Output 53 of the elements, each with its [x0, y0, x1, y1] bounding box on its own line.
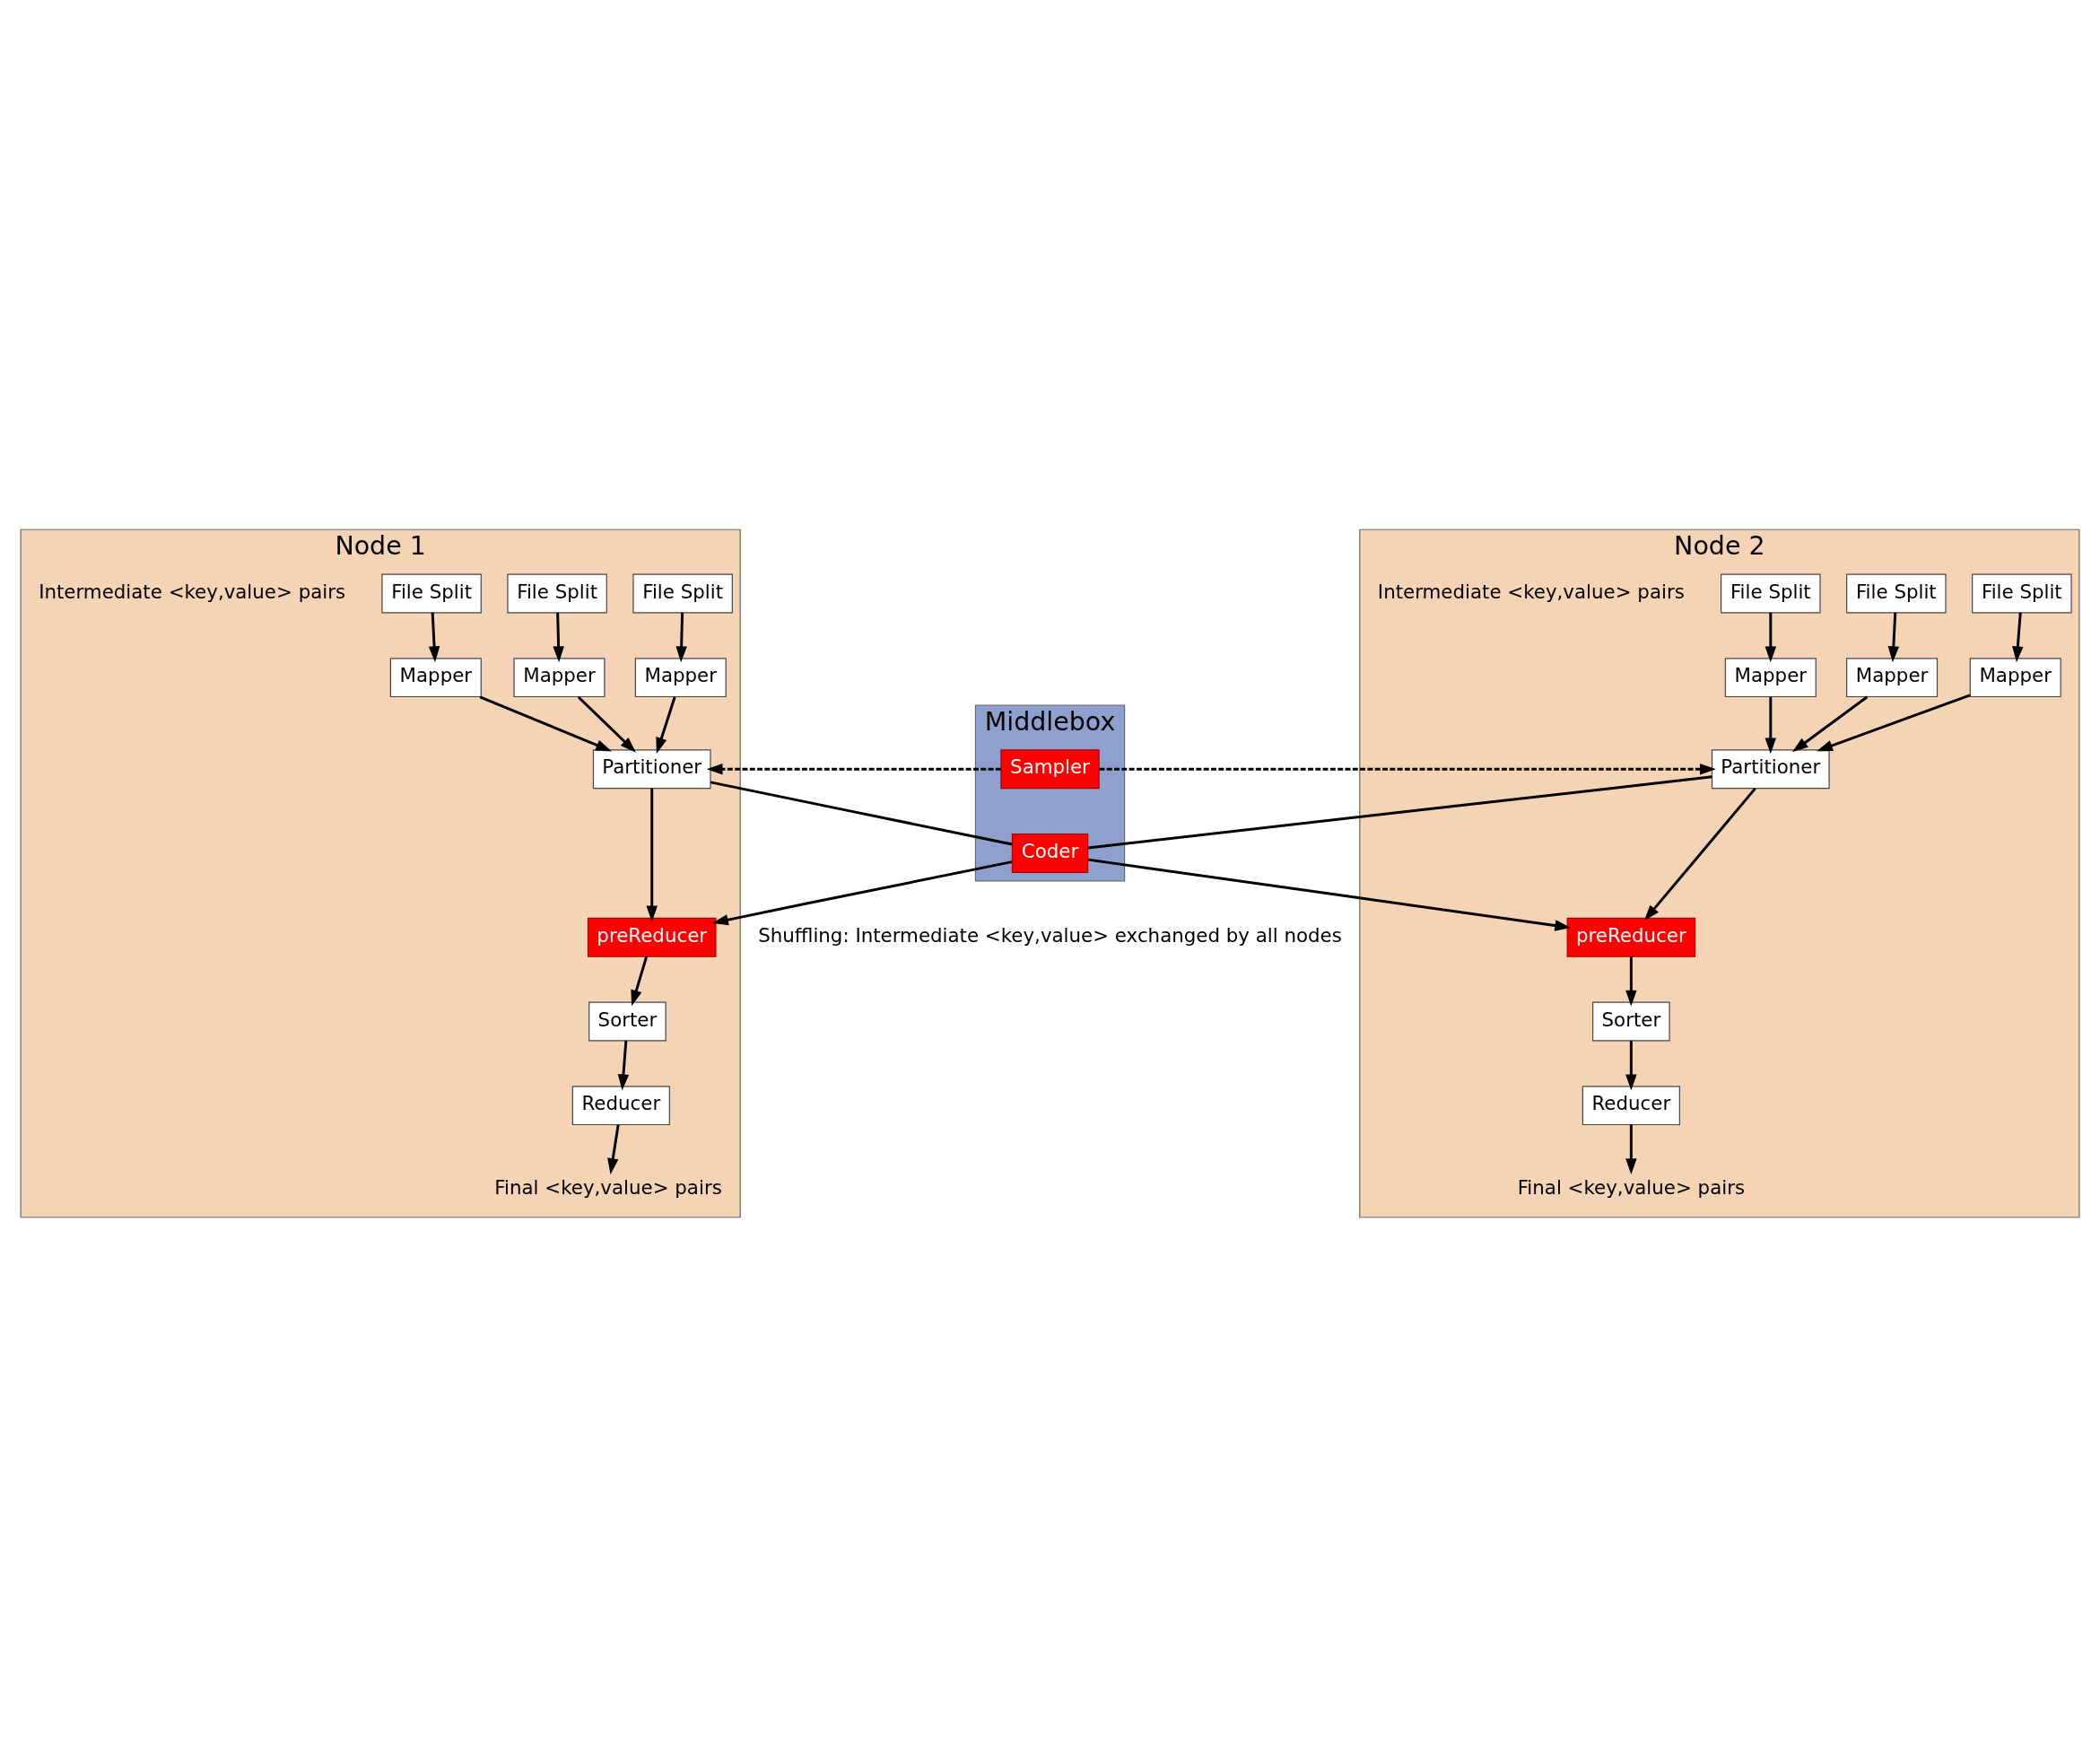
node-box: Partitioner	[1711, 748, 1830, 789]
arrow	[577, 695, 636, 753]
node-text: Final <key,value> pairs	[1517, 1175, 1746, 1199]
arrow	[1887, 612, 1900, 662]
arrow	[1791, 695, 1869, 752]
arrow	[479, 694, 613, 752]
node-box: Reducer	[1582, 1085, 1680, 1125]
node-box: File Split	[632, 572, 733, 613]
node-box: Sampler	[1000, 748, 1100, 789]
node-box: Sorter	[1592, 1000, 1670, 1041]
node-box: File Split	[1846, 572, 1947, 613]
node-box: File Split	[1721, 572, 1821, 613]
node-box: Mapper	[513, 657, 606, 697]
arrow	[617, 1040, 630, 1090]
arrow	[607, 1123, 620, 1174]
arrow	[2012, 612, 2024, 662]
arrow	[1643, 787, 1756, 921]
arrow	[646, 788, 658, 921]
arrow	[675, 612, 687, 662]
connector	[710, 780, 1013, 845]
label: Intermediate <key,value> pairs	[1377, 580, 1685, 603]
connector	[1087, 774, 1712, 849]
arrow	[1765, 696, 1777, 754]
arrow	[553, 612, 564, 662]
arrow	[1625, 1040, 1637, 1090]
arrow	[1087, 858, 1572, 931]
node-box: Mapper	[1846, 657, 1939, 697]
arrow	[1765, 612, 1777, 662]
arrow	[711, 860, 1013, 925]
node-box: Coder	[1011, 833, 1089, 873]
node-box: Mapper	[389, 657, 482, 697]
arrow	[656, 696, 676, 754]
node-box: Mapper	[1724, 657, 1817, 697]
arrow	[1625, 1124, 1637, 1174]
node-box: preReducer	[1566, 917, 1696, 957]
arrow	[706, 763, 1001, 774]
arrow	[428, 612, 440, 662]
node-box: Mapper	[634, 657, 727, 697]
label: Intermediate <key,value> pairs	[39, 580, 346, 603]
node-box: File Split	[1972, 572, 2072, 613]
node-box: preReducer	[587, 917, 717, 957]
label: Shuffling: Intermediate <key,value> exchanged by all nodes	[758, 923, 1342, 947]
node-box: Sorter	[588, 1000, 667, 1041]
arrow	[1817, 693, 1971, 751]
node-box: Reducer	[571, 1085, 670, 1125]
arrow	[1625, 956, 1637, 1007]
arrow	[631, 956, 649, 1006]
node-box: File Split	[507, 572, 607, 613]
arrow	[1099, 763, 1716, 774]
node-box: Partitioner	[592, 748, 711, 789]
node-text: Final <key,value> pairs	[494, 1175, 722, 1199]
node-box: Mapper	[1969, 657, 2061, 697]
node-box: File Split	[381, 572, 482, 613]
